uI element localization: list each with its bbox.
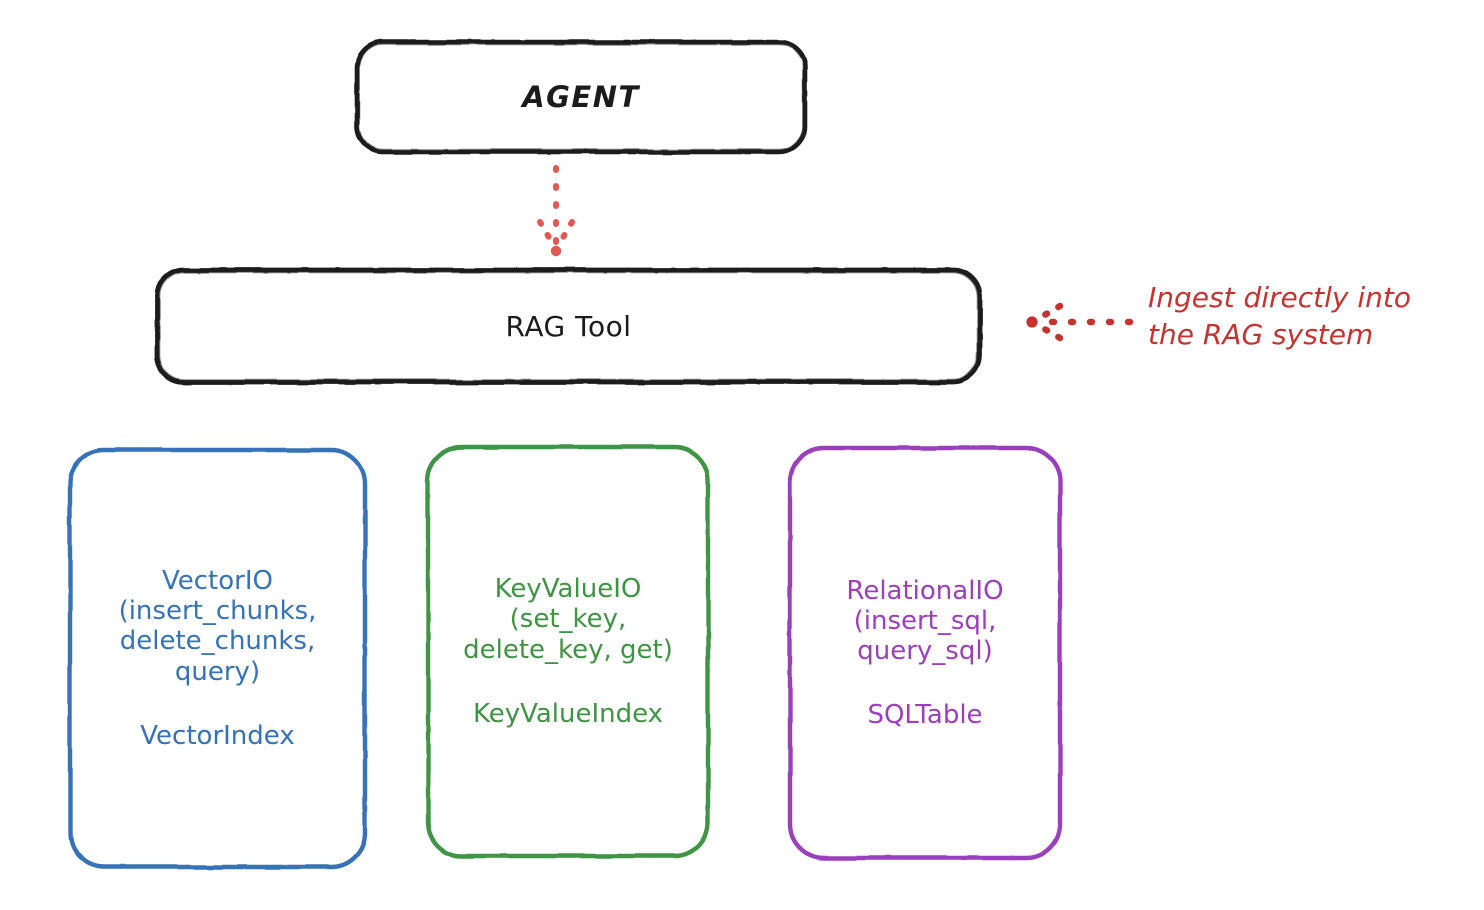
key-value-io-node-shape[interactable] bbox=[425, 444, 711, 859]
vector-io-node-shape[interactable] bbox=[67, 447, 368, 870]
relational-io-node-shape[interactable] bbox=[787, 445, 1063, 861]
agent-to-rag-tool-arrow bbox=[537, 165, 575, 257]
rag-tool-node-shape[interactable] bbox=[154, 267, 983, 385]
agent-node-shape[interactable] bbox=[354, 39, 808, 155]
ingest-to-rag-tool-arrow bbox=[1026, 302, 1134, 342]
